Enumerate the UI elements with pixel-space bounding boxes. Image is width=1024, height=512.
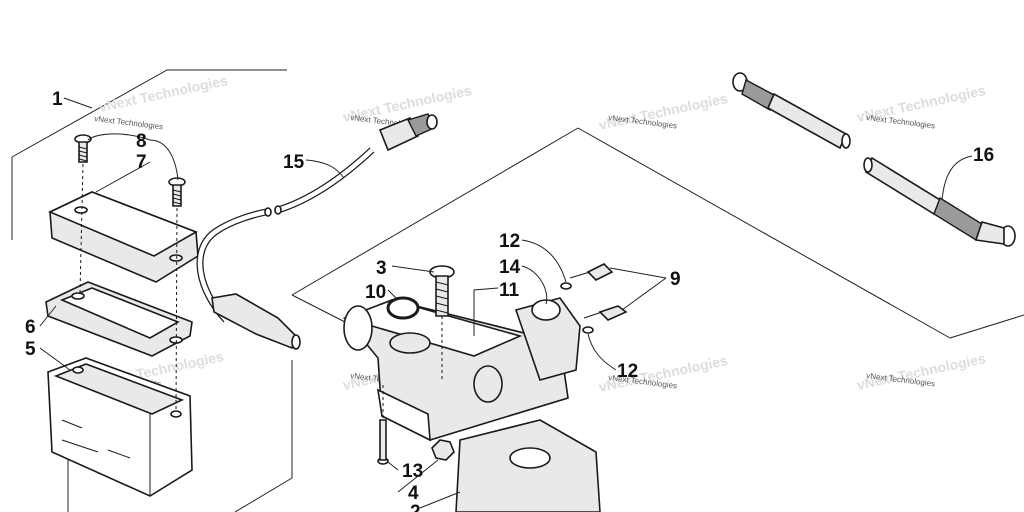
callout-12-top: 12 bbox=[499, 231, 520, 252]
reservoir-diaphragm bbox=[45, 281, 193, 357]
callout-5: 5 bbox=[25, 339, 36, 360]
cover-screw bbox=[168, 177, 186, 207]
callout-12-bottom: 12 bbox=[617, 361, 638, 382]
callout-6: 6 bbox=[25, 317, 36, 338]
watermark-ghost: vNext Technologies bbox=[97, 72, 229, 115]
callout-15: 15 bbox=[283, 152, 305, 173]
brake-hose bbox=[732, 72, 1016, 247]
callout-13: 13 bbox=[402, 461, 423, 482]
reservoir-assembly bbox=[45, 134, 199, 512]
leader-lines bbox=[39, 97, 973, 509]
callout-8: 8 bbox=[136, 131, 147, 152]
reservoir-cover bbox=[48, 191, 199, 283]
hardware bbox=[377, 263, 628, 465]
callouts: 1 8 7 6 5 15 3 10 12 14 11 9 12 13 4 2 1… bbox=[25, 89, 994, 512]
callout-16: 16 bbox=[973, 145, 994, 166]
watermark-text: vNext Technologies bbox=[94, 114, 164, 131]
callout-1: 1 bbox=[52, 89, 63, 110]
callout-3: 3 bbox=[376, 258, 387, 279]
cover-screw bbox=[74, 134, 92, 163]
callout-11: 11 bbox=[499, 280, 520, 301]
callout-10: 10 bbox=[365, 282, 386, 303]
master-cylinder bbox=[342, 297, 601, 512]
callout-2: 2 bbox=[410, 502, 421, 512]
callout-14: 14 bbox=[499, 257, 521, 278]
callout-4: 4 bbox=[408, 483, 419, 504]
brake-switch-harness bbox=[196, 113, 438, 350]
callout-9: 9 bbox=[670, 269, 681, 290]
reservoir-body bbox=[47, 357, 193, 497]
frame-lines bbox=[11, 69, 1024, 512]
callout-7: 7 bbox=[136, 152, 147, 173]
